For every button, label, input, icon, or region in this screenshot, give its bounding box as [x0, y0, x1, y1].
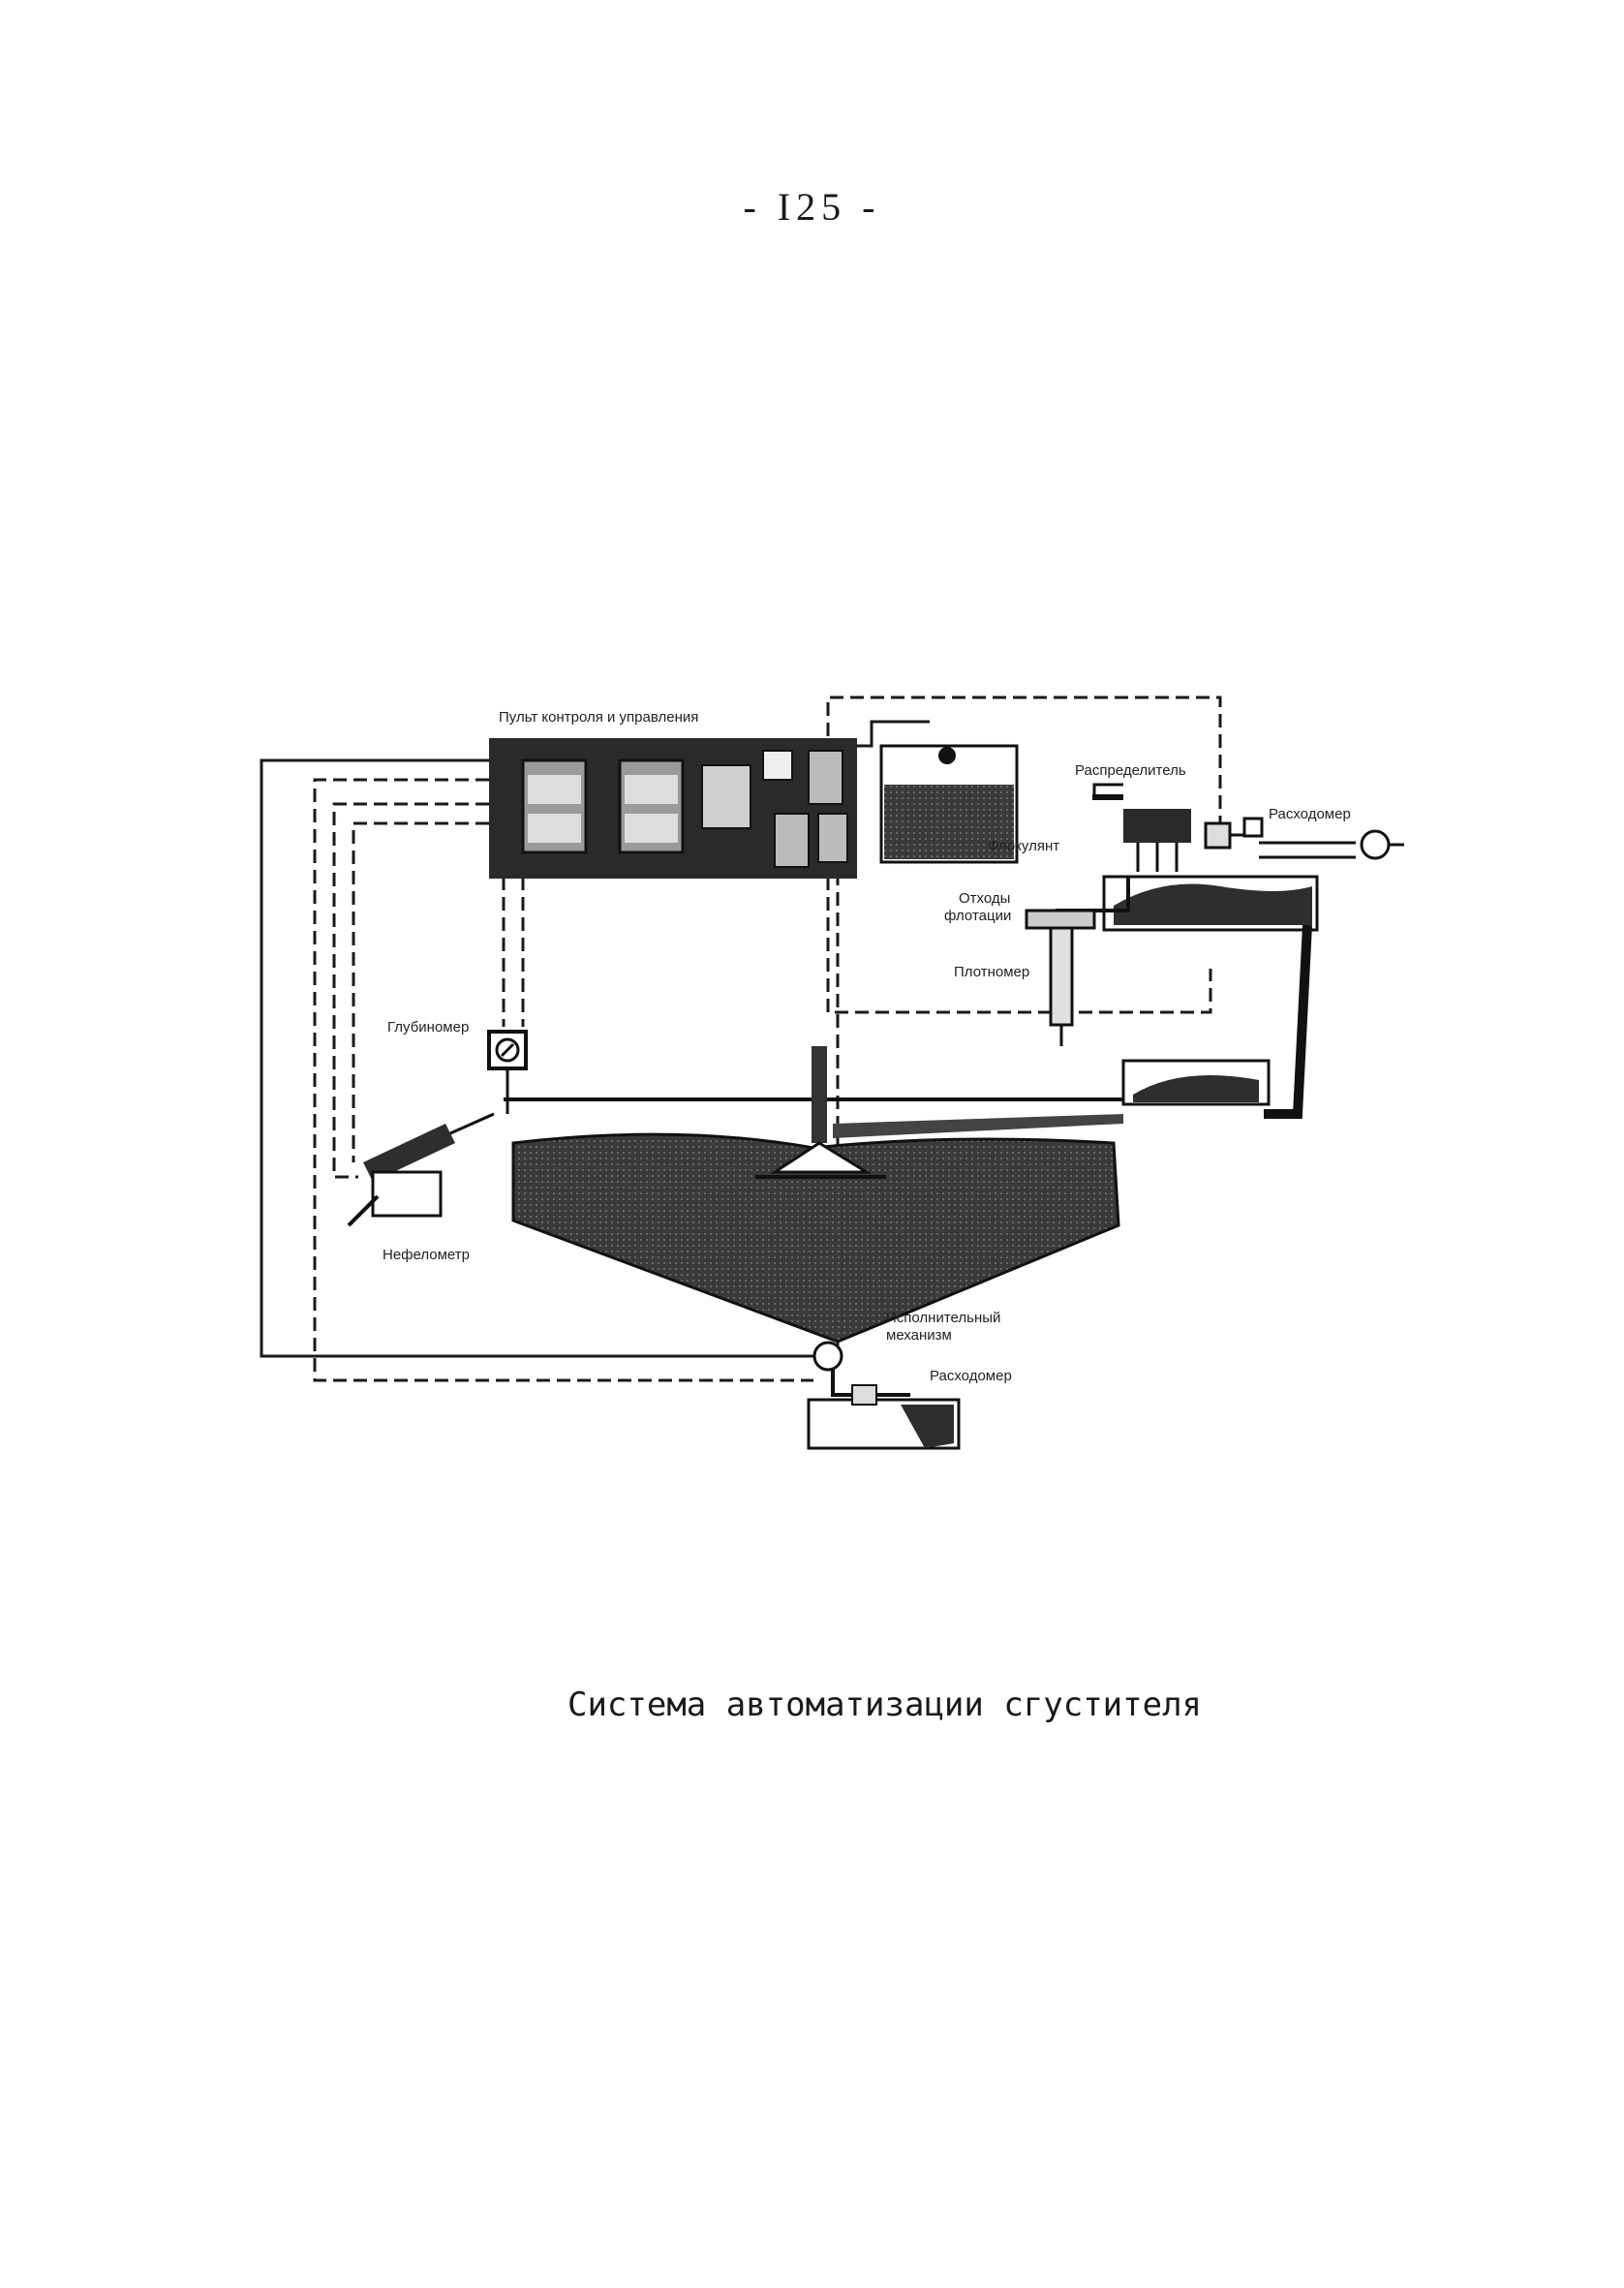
label-nephelometer: Нефелометр [383, 1247, 470, 1263]
launder-tank [1123, 1061, 1269, 1104]
label-flowmeter-top: Расходомер [1269, 806, 1351, 822]
label-densitometer: Плотномер [954, 964, 1029, 980]
label-flocculant: Флокулянт [988, 838, 1059, 854]
densitometer [1026, 911, 1094, 1046]
label-flotation-waste-line2: флотации [944, 908, 1011, 924]
depth-gauge [489, 1032, 526, 1114]
label-distributor: Распределитель [1075, 762, 1186, 779]
figure-caption: Система автоматизации сгустителя [0, 1685, 1624, 1724]
top-flowmeter [1206, 819, 1404, 858]
control-panel [489, 738, 857, 879]
label-control-panel: Пульт контроля и управления [499, 709, 698, 726]
distributor [1092, 785, 1191, 872]
label-actuator-line2: механизм [886, 1327, 952, 1344]
thickener [504, 1046, 1123, 1370]
label-flotation-waste-line1: Отходы [959, 890, 1010, 907]
nephelometer [349, 1114, 494, 1225]
label-depth-gauge: Глубиномер [387, 1019, 469, 1036]
label-actuator-line1: Исполнительный [886, 1310, 1000, 1326]
label-flowmeter-bottom: Расходомер [930, 1368, 1012, 1384]
